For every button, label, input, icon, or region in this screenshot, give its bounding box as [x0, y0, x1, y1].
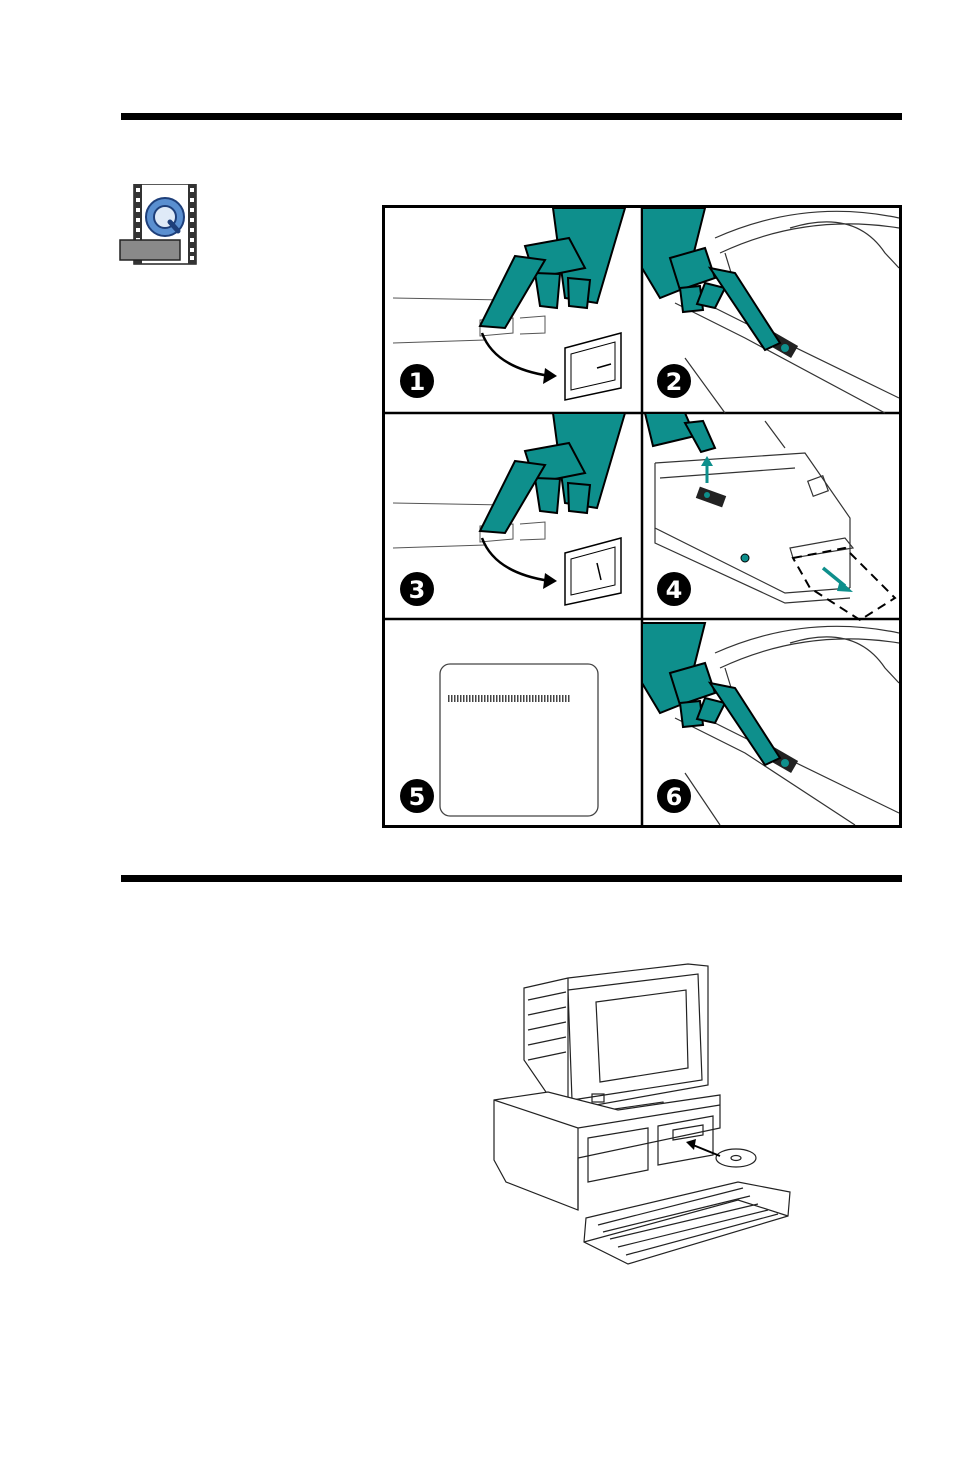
step-1-number: 1	[409, 368, 426, 396]
section-rule-top	[121, 113, 902, 120]
setup-steps-illustration: 1 2	[382, 205, 902, 828]
step-1-panel: 1	[393, 208, 625, 400]
step-2-panel: 2	[642, 208, 899, 413]
quicktime-movie-icon[interactable]	[118, 184, 202, 268]
step-6-panel: 6	[642, 623, 899, 825]
computer-cd-illustration	[488, 960, 794, 1268]
step-3-number: 3	[409, 576, 426, 604]
step-5-number: 5	[409, 783, 426, 811]
section-rule-middle	[121, 875, 902, 882]
step-2-number: 2	[666, 368, 683, 396]
step-5-panel: 5	[400, 664, 598, 816]
step-4-number: 4	[666, 576, 683, 604]
step-6-number: 6	[666, 783, 683, 811]
step-3-panel: 3	[393, 413, 625, 606]
step-4-panel: 4	[645, 413, 895, 620]
